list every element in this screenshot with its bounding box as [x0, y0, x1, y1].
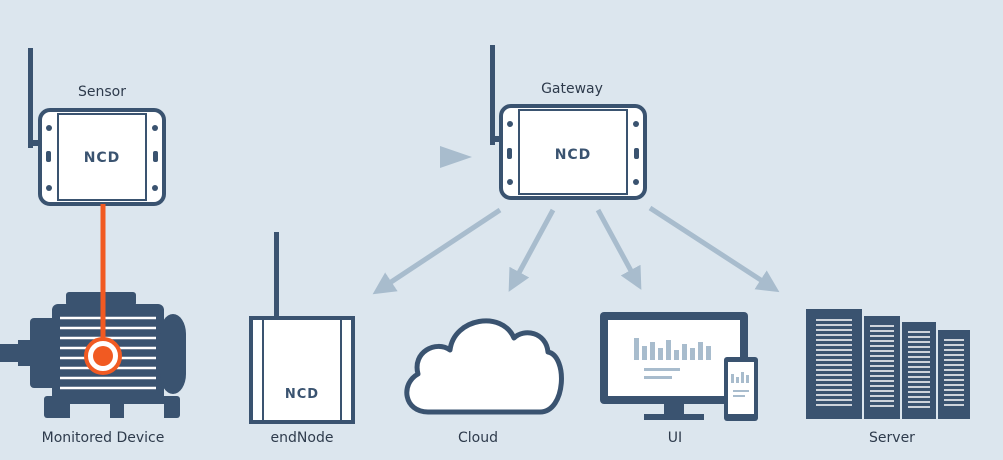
sensor-label: Sensor: [78, 84, 126, 100]
server-rack-icon: [806, 309, 970, 419]
sensor-to-gateway-arrow: [220, 146, 472, 168]
monitor-phone-icon: [600, 312, 758, 421]
gateway-to-ui-arrow: [595, 208, 642, 290]
gateway-to-endnode-arrow: [372, 207, 502, 295]
gateway-logo: NCD: [555, 147, 592, 163]
electric-motor-icon: [0, 292, 186, 418]
sensor-logo: NCD: [84, 150, 121, 166]
gateway-to-server-arrow: [648, 205, 780, 293]
end-node-icon: NCD: [249, 232, 355, 424]
monitored-device-label: Monitored Device: [41, 430, 165, 446]
wireless-sensor-icon: NCD: [28, 48, 166, 206]
endnode-label: endNode: [270, 430, 334, 446]
ui-label: UI: [667, 430, 683, 446]
gateway-icon: NCD: [490, 45, 647, 200]
cloud-icon: [404, 318, 564, 415]
sensor-attachment-line: [84, 204, 122, 375]
gateway-to-cloud-arrow: [508, 208, 556, 292]
cloud-label: Cloud: [458, 430, 498, 446]
endnode-logo: NCD: [285, 387, 319, 402]
gateway-label: Gateway: [541, 81, 603, 97]
server-label: Server: [869, 430, 915, 446]
